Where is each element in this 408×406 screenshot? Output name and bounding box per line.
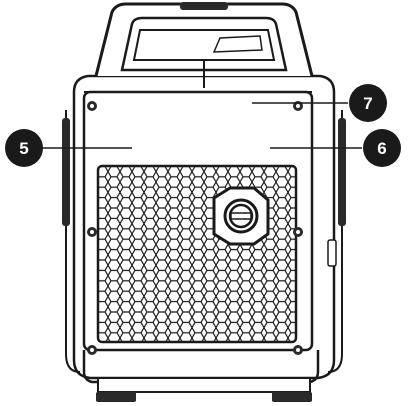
screw-icon <box>293 227 303 237</box>
carry-handle <box>96 2 312 88</box>
right-side-grip <box>338 118 346 226</box>
screw-icon <box>293 345 303 355</box>
callout-7-label: 7 <box>363 94 372 113</box>
callout-7: 7 <box>349 84 387 122</box>
fuel-cap <box>214 188 268 244</box>
screw-icon <box>87 345 97 355</box>
callout-5: 5 <box>5 129 43 167</box>
callout-6: 6 <box>363 129 401 167</box>
side-latch <box>328 240 336 266</box>
air-grille <box>98 166 296 342</box>
left-foot <box>96 392 136 402</box>
callout-5-label: 5 <box>19 139 28 158</box>
screw-icon <box>87 101 97 111</box>
screw-icon <box>87 227 97 237</box>
handle-cap <box>180 2 228 10</box>
callout-6-label: 6 <box>377 139 386 158</box>
left-side-grip <box>62 118 70 226</box>
right-foot <box>272 392 312 402</box>
